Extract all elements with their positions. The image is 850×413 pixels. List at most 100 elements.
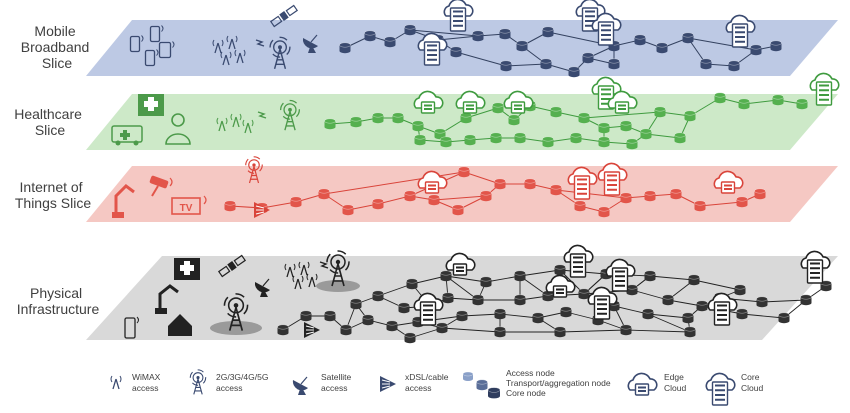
wimax-icon [292, 275, 304, 290]
node-top [492, 102, 504, 108]
server-slot [638, 386, 646, 389]
network-node [550, 184, 562, 196]
server-slot [577, 192, 587, 195]
legend-label-wimax: WiMAX access [132, 372, 163, 393]
network-node [608, 58, 620, 70]
network-node [514, 132, 526, 144]
wireless-signal-icon [257, 111, 267, 119]
node-top [508, 114, 520, 120]
network-node [480, 190, 492, 202]
node-top [414, 134, 426, 140]
server-slot [618, 104, 626, 107]
node-top [516, 40, 528, 46]
node-top [324, 310, 336, 316]
node-top [462, 371, 474, 377]
node-top [800, 294, 812, 300]
network-node [568, 66, 580, 78]
server-slot [577, 188, 587, 190]
server-slot [819, 84, 829, 87]
smartphone-icon [149, 25, 164, 43]
server-slot [607, 188, 617, 191]
node-top [654, 106, 666, 112]
switch-line [305, 325, 315, 329]
network-link [649, 275, 695, 281]
network-node [398, 302, 410, 314]
node-top [598, 122, 610, 128]
server-slot [514, 104, 522, 107]
smartphone-icon [144, 49, 159, 67]
server-rack [510, 101, 526, 114]
server-slot [556, 288, 564, 291]
network-link [455, 51, 507, 67]
node-top [662, 294, 674, 300]
mobile-slice-network [339, 0, 782, 78]
edge-cloud-icon [725, 14, 756, 48]
tower-top [288, 107, 292, 112]
node-top [350, 298, 362, 304]
network-node [620, 120, 632, 132]
solar-panel [269, 15, 283, 28]
node-top [778, 312, 790, 318]
node-top [450, 46, 462, 52]
network-node [550, 106, 562, 118]
network-node [682, 32, 694, 44]
network-link [463, 171, 501, 185]
network-node [392, 112, 404, 124]
node-top [494, 308, 506, 314]
robot-arm-icon [112, 184, 135, 218]
node-top [452, 204, 464, 210]
signal-arc [226, 35, 238, 43]
legend-label-edge-cloud: Edge Cloud [664, 372, 686, 393]
robot-base [155, 308, 167, 314]
network-node [800, 294, 812, 306]
server-slot [597, 298, 607, 301]
network-node [734, 284, 746, 296]
node-top [644, 270, 656, 276]
cellular-tower-icon [223, 293, 249, 331]
aggregation-node-icon [476, 379, 488, 391]
server-slot [601, 38, 611, 41]
node-top [277, 324, 289, 330]
node-top [472, 294, 484, 300]
network-node [404, 24, 416, 36]
network-node [452, 204, 464, 216]
node-top [550, 106, 562, 112]
network-link [647, 313, 689, 319]
node-top [487, 387, 501, 393]
core-cloud-icon [800, 250, 831, 284]
smartphone-icon [124, 316, 139, 339]
network-node [674, 132, 686, 144]
network-link [687, 37, 757, 51]
network-node [754, 188, 766, 200]
network-node [694, 200, 706, 212]
network-node [494, 326, 506, 338]
server-slot [717, 309, 727, 312]
tower-frame [286, 266, 294, 278]
tower-frame [308, 276, 316, 288]
signal-ring [245, 156, 263, 174]
wimax-icon [284, 263, 296, 278]
edge-cloud-icon [413, 90, 444, 114]
server-slot [577, 183, 587, 186]
signal-arc [284, 263, 296, 271]
network-node [626, 284, 638, 296]
network-node [582, 52, 594, 64]
core-cloud-icon [413, 292, 444, 326]
server-slot [585, 24, 595, 27]
server-slot [597, 308, 607, 310]
node-top [372, 112, 384, 118]
server-slot [735, 26, 745, 29]
doctor-icon [165, 113, 191, 145]
mobile-broadband-slice-plane [86, 20, 838, 76]
node-top [626, 138, 638, 144]
tower-frame [214, 42, 222, 54]
network-node [682, 312, 694, 324]
network-link [261, 201, 297, 209]
phone-frame [158, 41, 172, 59]
node-top [456, 310, 468, 316]
network-node [404, 190, 416, 202]
slice-label-iot: Internet of Things Slice [15, 179, 91, 211]
tower-frame [228, 307, 244, 331]
node-top [490, 132, 502, 138]
